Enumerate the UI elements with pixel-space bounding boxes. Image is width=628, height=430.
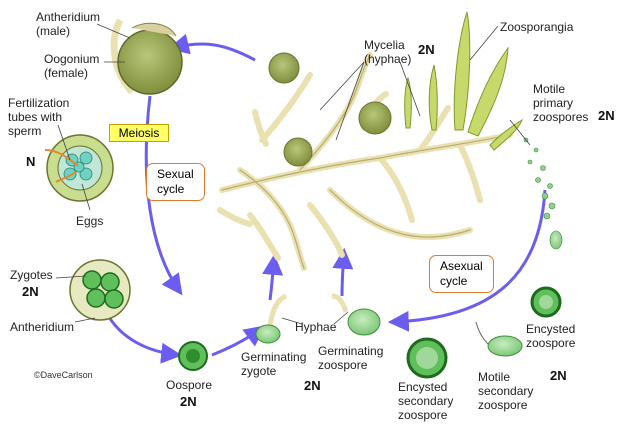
motile-primary-line2: primary — [533, 96, 574, 110]
motile-secondary-line2: secondary — [478, 384, 534, 398]
sexual-cycle-box: Sexual cycle — [146, 163, 205, 201]
encysted-zoospore — [530, 286, 562, 318]
mycelia-line1: Mycelia — [364, 38, 405, 52]
hyphae-label: Hyphae — [295, 320, 337, 334]
oogonium-female-line1: Oogonium — [44, 52, 100, 66]
arrow-zygote-up — [262, 253, 284, 301]
germinating-zoospore — [331, 293, 381, 336]
eggs-label: Eggs — [76, 214, 104, 228]
meiosis-label: Meiosis — [109, 124, 169, 142]
antheridium-male-line1: Antheridium — [36, 10, 101, 24]
ploidy-zygotes: 2N — [22, 284, 39, 299]
fertilization-label: Fertilization tubes with sperm — [8, 96, 69, 138]
sexual-cycle-line1: Sexual — [157, 167, 194, 181]
ploidy-haploid: N — [26, 154, 36, 169]
encysted-secondary-line1: Encysted — [398, 380, 448, 394]
copyright-credit: ©DaveCarlson — [34, 370, 93, 380]
encysted-zoospore-line1: Encysted — [526, 322, 576, 336]
motile-secondary-label: Motile secondary zoospore — [478, 370, 533, 412]
motile-primary-line3: zoospores — [533, 110, 589, 124]
motile-secondary-line1: Motile — [478, 370, 511, 384]
ploidy-primary-zoospores: 2N — [598, 108, 615, 123]
motile-primary-line1: Motile — [533, 82, 566, 96]
encysted-secondary-label: Encysted secondary zoospore — [398, 380, 453, 422]
arrow-primary-to-encysted — [387, 189, 547, 332]
germinating-zoospore-line1: Germinating — [318, 344, 384, 358]
sexual-cycle-line2: cycle — [157, 182, 185, 196]
encysted-secondary-line2: secondary — [398, 394, 454, 408]
encysted-secondary-zoospore — [406, 337, 448, 379]
ploidy-germinating: 2N — [304, 378, 321, 393]
fertilization-oogonium — [44, 134, 114, 202]
mycelium-oogonia — [268, 52, 392, 167]
ploidy-mycelia: 2N — [418, 42, 435, 57]
zygotes-oogonium — [69, 259, 131, 321]
encysted-secondary-line3: zoospore — [398, 408, 448, 422]
motile-secondary-zoospore — [475, 321, 523, 357]
antheridium-label: Antheridium — [10, 320, 75, 334]
motile-primary-label: Motile primary zoospores — [533, 82, 588, 124]
mycelia-line2: (hyphae) — [364, 52, 412, 66]
arrow-zygote-to-oospore — [103, 309, 183, 364]
antheridium-male-line2: (male) — [36, 24, 71, 38]
germinating-zygote-line2: zygote — [241, 364, 277, 378]
germinating-zygote-label: Germinating zygote — [241, 350, 306, 378]
arrow-to-antheridium — [167, 33, 256, 62]
germinating-zoospore-line2: zoospore — [318, 358, 368, 372]
encysted-zoospore-label: Encysted zoospore — [526, 322, 575, 350]
oogonium-female-line2: (female) — [44, 66, 89, 80]
fertilization-line1: Fertilization — [8, 96, 70, 110]
oogonium-main — [110, 18, 183, 95]
asexual-cycle-line2: cycle — [440, 274, 468, 288]
germinating-zygote-line1: Germinating — [241, 350, 307, 364]
germinating-zoospore-label: Germinating zoospore — [318, 344, 383, 372]
mycelia-label: Mycelia (hyphae) — [364, 38, 411, 66]
zygotes-label: Zygotes — [10, 268, 53, 282]
oogonium-female-label: Oogonium (female) — [44, 52, 99, 80]
germinating-zygote — [255, 293, 288, 344]
motile-secondary-line3: zoospore — [478, 398, 528, 412]
primary-zoospores — [523, 137, 563, 250]
ploidy-secondary: 2N — [550, 368, 567, 383]
leader-lines — [55, 23, 531, 325]
zoosporangia-label: Zoosporangia — [500, 20, 574, 34]
encysted-zoospore-line2: zoospore — [526, 336, 576, 350]
zoosporangia-group — [404, 11, 524, 151]
asexual-cycle-box: Asexual cycle — [429, 255, 494, 293]
fertilization-line3: sperm — [8, 124, 42, 138]
fertilization-line2: tubes with — [8, 110, 63, 124]
arrow-zoospore-up — [332, 247, 354, 297]
oospore — [178, 341, 208, 371]
ploidy-oospore: 2N — [180, 394, 197, 409]
antheridium-male-label: Antheridium (male) — [36, 10, 100, 38]
asexual-cycle-line1: Asexual — [440, 259, 483, 273]
oospore-label: Oospore — [166, 378, 213, 392]
